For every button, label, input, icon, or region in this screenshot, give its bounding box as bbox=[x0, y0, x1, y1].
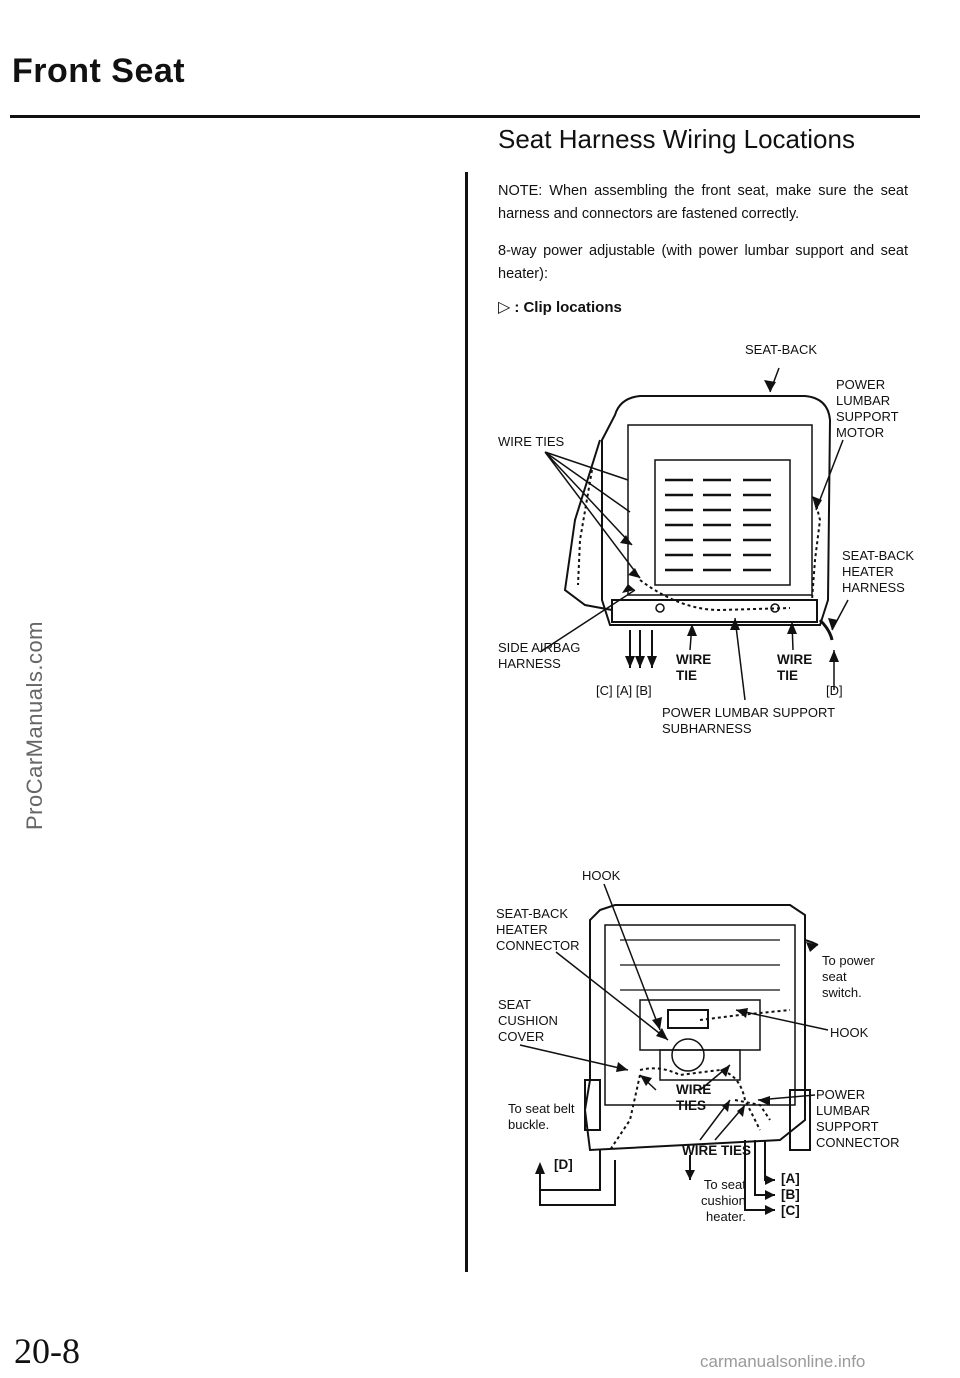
label-connector-b: [B] bbox=[781, 1187, 800, 1202]
label-wire-ties-mid: WIRE TIES bbox=[676, 1082, 712, 1113]
cushion-frame bbox=[583, 904, 806, 1152]
label-connector-a: [A] bbox=[781, 1171, 800, 1186]
label-to-seat-cushion-heater: To seat cushion heater. bbox=[701, 1177, 746, 1224]
label-seatback-heater-connector: SEAT-BACK HEATER CONNECTOR bbox=[496, 906, 580, 953]
column-divider bbox=[465, 172, 468, 1272]
page-number: 20-8 bbox=[14, 1331, 80, 1371]
label-connector-c: [C] bbox=[781, 1203, 800, 1218]
label-power-lumbar-motor: POWER LUMBAR SUPPORT MOTOR bbox=[836, 377, 899, 440]
assembly-note: NOTE: When assembling the front seat, ma… bbox=[498, 183, 908, 222]
label-wire-ties-bottom: WIRE TIES bbox=[682, 1143, 752, 1158]
clip-triangle-icon: ▷ bbox=[498, 299, 511, 316]
label-power-lumbar-connector: POWER LUMBAR SUPPORT CONNECTOR bbox=[816, 1087, 900, 1150]
label-hook-top: HOOK bbox=[582, 868, 621, 883]
section-title: Seat Harness Wiring Locations bbox=[498, 124, 855, 154]
label-connectors-cab: [C] [A] [B] bbox=[596, 683, 652, 698]
clip-legend: ▷ : Clip locations bbox=[498, 297, 622, 317]
seat-specification: 8-way power adjustable (with power lumba… bbox=[498, 243, 908, 282]
label-hook-right: HOOK bbox=[830, 1025, 869, 1040]
label-wire-tie-right: WIRE TIE bbox=[777, 652, 813, 683]
label-wire-ties: WIRE TIES bbox=[498, 434, 565, 449]
label-side-airbag-harness: SIDE AIRBAG HARNESS bbox=[498, 640, 581, 671]
label-seat-cushion-cover: SEAT CUSHION COVER bbox=[498, 997, 558, 1044]
label-connector-d: [D] bbox=[826, 683, 843, 698]
clip-legend-text: : Clip locations bbox=[514, 298, 622, 316]
label-to-seat-belt-buckle: To seat belt buckle. bbox=[508, 1101, 575, 1132]
label-seat-back: SEAT-BACK bbox=[745, 342, 818, 357]
label-to-power-seat-switch: To power seat switch. bbox=[822, 953, 875, 1000]
label-seatback-heater-harness: SEAT-BACK HEATER HARNESS bbox=[842, 548, 915, 595]
label-connector-d-cushion: [D] bbox=[554, 1157, 573, 1172]
footer-link[interactable]: carmanualsonline.info bbox=[700, 1352, 866, 1371]
page-title: Front Seat bbox=[12, 52, 186, 90]
seatback-frame bbox=[601, 395, 832, 626]
label-wire-tie-left: WIRE TIE bbox=[676, 652, 712, 683]
label-power-lumbar-subharness: POWER LUMBAR SUPPORT SUBHARNESS bbox=[662, 705, 836, 736]
title-rule bbox=[10, 115, 920, 118]
